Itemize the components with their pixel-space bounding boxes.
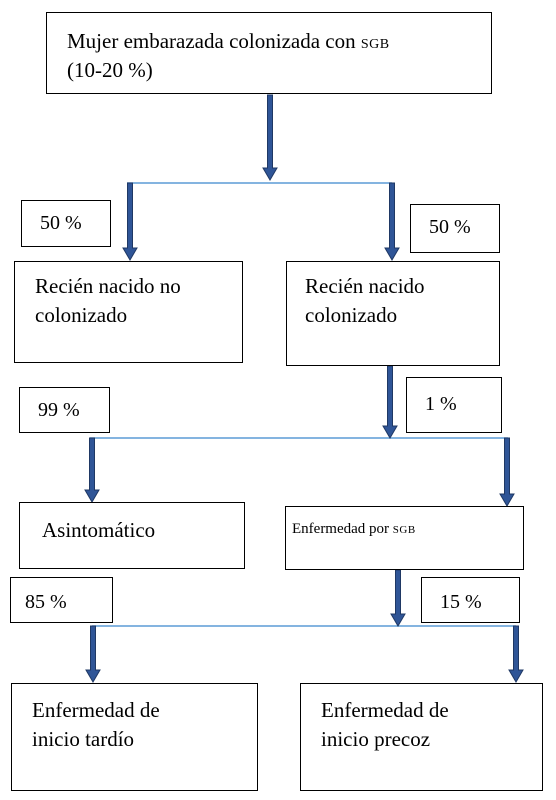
arrow-shape <box>499 437 515 507</box>
arrow-shape <box>122 182 138 261</box>
pct-colonizado: 50 % <box>410 204 500 253</box>
arrow-shape <box>85 625 101 683</box>
node-precoz-line1: Enfermedad de <box>321 698 449 722</box>
node-asintomatico-text: Asintomático <box>42 518 156 542</box>
pct-colonizado-value: 50 % <box>429 216 471 238</box>
node-enfermedad-sgb-text: Enfermedad por <box>292 521 393 537</box>
arrow-to-precoz <box>508 625 524 683</box>
arrow-to-asintomatico <box>84 437 100 503</box>
node-enfermedad-sgb: Enfermedad por SGB <box>285 506 524 570</box>
node-tardio-line1: Enfermedad de <box>32 698 160 722</box>
node-asintomatico: Asintomático <box>19 502 245 569</box>
node-no-colonizado-line1: Recién nacido no <box>35 274 181 298</box>
root-node-text: Mujer embarazada colonizada con <box>67 29 361 53</box>
arrow-shape <box>382 365 398 439</box>
root-node: Mujer embarazada colonizada con SGB (10-… <box>46 12 492 94</box>
arrow-to-no-colonizado <box>122 182 138 261</box>
node-enfermedad-sgb-abbr: SGB <box>392 524 416 536</box>
arrow-shape <box>384 182 400 261</box>
root-node-abbr: SGB <box>360 37 390 52</box>
root-node-range: (10-20 %) <box>67 58 153 83</box>
pct-no-colonizado-value: 50 % <box>40 212 82 234</box>
pct-precoz-value: 15 % <box>440 591 482 613</box>
pct-tardio-value: 85 % <box>25 591 67 613</box>
node-no-colonizado-line2: colonizado <box>35 303 128 328</box>
node-colonizado: Recién nacido colonizado <box>286 261 500 366</box>
node-tardio: Enfermedad de inicio tardío <box>11 683 258 791</box>
pct-asintomatico-value: 99 % <box>38 399 80 421</box>
arrow-to-enfermedad-sgb <box>499 437 515 507</box>
arrow-shape <box>262 94 278 181</box>
pct-no-colonizado: 50 % <box>21 200 111 247</box>
node-precoz: Enfermedad de inicio precoz <box>300 683 543 791</box>
node-no-colonizado: Recién nacido no colonizado <box>14 261 243 363</box>
pct-enfermedad-sgb-value: 1 % <box>425 393 457 415</box>
arrow-root-down <box>262 94 278 181</box>
node-colonizado-line1: Recién nacido <box>305 274 425 298</box>
pct-precoz: 15 % <box>421 577 520 623</box>
arrow-enfermedad-sgb-down <box>390 569 406 627</box>
arrow-shape <box>84 437 100 503</box>
pct-tardio: 85 % <box>10 577 113 623</box>
node-precoz-line2: inicio precoz <box>321 727 431 752</box>
pct-asintomatico: 99 % <box>19 387 110 433</box>
node-tardio-line2: inicio tardío <box>32 727 135 752</box>
arrow-to-tardio <box>85 625 101 683</box>
arrow-to-colonizado <box>384 182 400 261</box>
arrow-shape <box>508 625 524 683</box>
arrow-colonizado-down <box>382 365 398 439</box>
pct-enfermedad-sgb: 1 % <box>406 377 502 433</box>
arrow-shape <box>390 569 406 627</box>
node-colonizado-line2: colonizado <box>305 303 398 328</box>
